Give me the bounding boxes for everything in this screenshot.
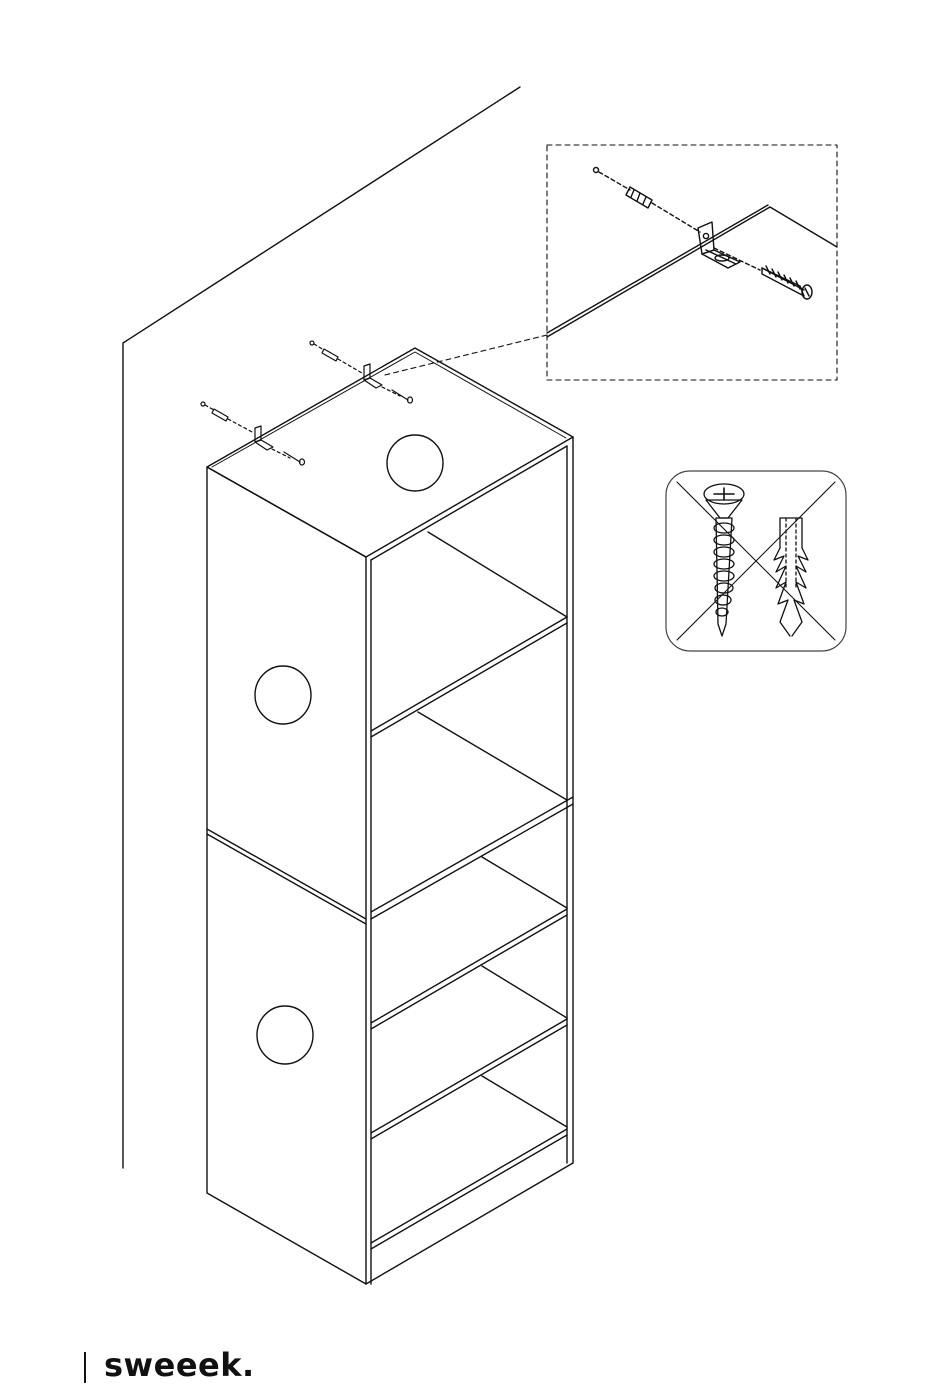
wall [123, 87, 520, 1168]
detail-callout [385, 145, 837, 380]
lower-handle-hole [257, 1006, 313, 1064]
nail-icon [201, 402, 205, 406]
wall-plug-icon [322, 349, 338, 361]
brand-divider [84, 1352, 86, 1383]
upper-handle-hole [255, 666, 311, 724]
wood-screw-icon [704, 484, 744, 636]
warning-panel [666, 471, 846, 651]
wall-plug-icon [212, 409, 228, 421]
top-brackets [201, 341, 413, 465]
top-handle-hole [387, 435, 443, 491]
nail-icon [594, 168, 599, 173]
wall-anchor-plug-icon [774, 518, 808, 636]
screw-icon [762, 266, 812, 299]
screw-icon [284, 452, 300, 462]
brand-logo: sweeek. [104, 1345, 255, 1385]
nail-icon [310, 341, 314, 345]
screw-icon [392, 390, 408, 400]
cabinet-stack [207, 348, 573, 1284]
